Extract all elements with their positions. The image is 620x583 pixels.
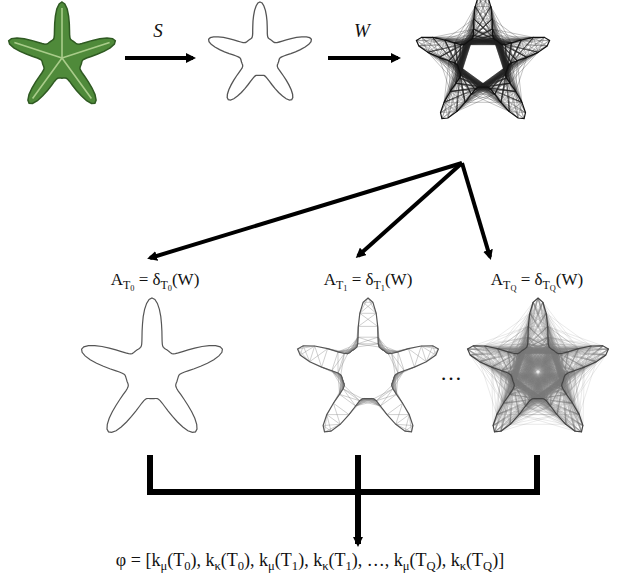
split-arrow: [358, 163, 462, 256]
leaf-image: [9, 2, 116, 104]
split-arrow: [150, 163, 462, 258]
split-arrow: [462, 163, 490, 257]
degree-panel-chords: [468, 298, 609, 432]
operator-label: S: [153, 20, 163, 43]
operator-label: W: [354, 20, 370, 43]
process-arrow: [125, 56, 193, 60]
degree-panel-chords: [298, 298, 439, 432]
leaf-contour: [209, 2, 312, 100]
feature-vector: φ = [kμ(T0), kκ(T0), kμ(T1), kκ(T1), …, …: [116, 550, 504, 572]
network-graph: [416, 0, 549, 119]
threshold-label: ATQ = δTQ(W): [491, 270, 583, 290]
degree-panel: [298, 298, 439, 432]
merge-arrow: [355, 492, 361, 544]
ellipsis: …: [440, 360, 464, 386]
leaf-veins: [14, 8, 109, 99]
threshold-label: AT1 = δT1(W): [324, 270, 413, 290]
threshold-label: AT0 = δT0(W): [111, 270, 200, 290]
degree-panel: [82, 298, 223, 432]
network-contour: [416, 0, 549, 119]
merge-bracket: [150, 455, 537, 492]
process-arrow: [328, 56, 398, 60]
degree-panel: [468, 298, 609, 432]
